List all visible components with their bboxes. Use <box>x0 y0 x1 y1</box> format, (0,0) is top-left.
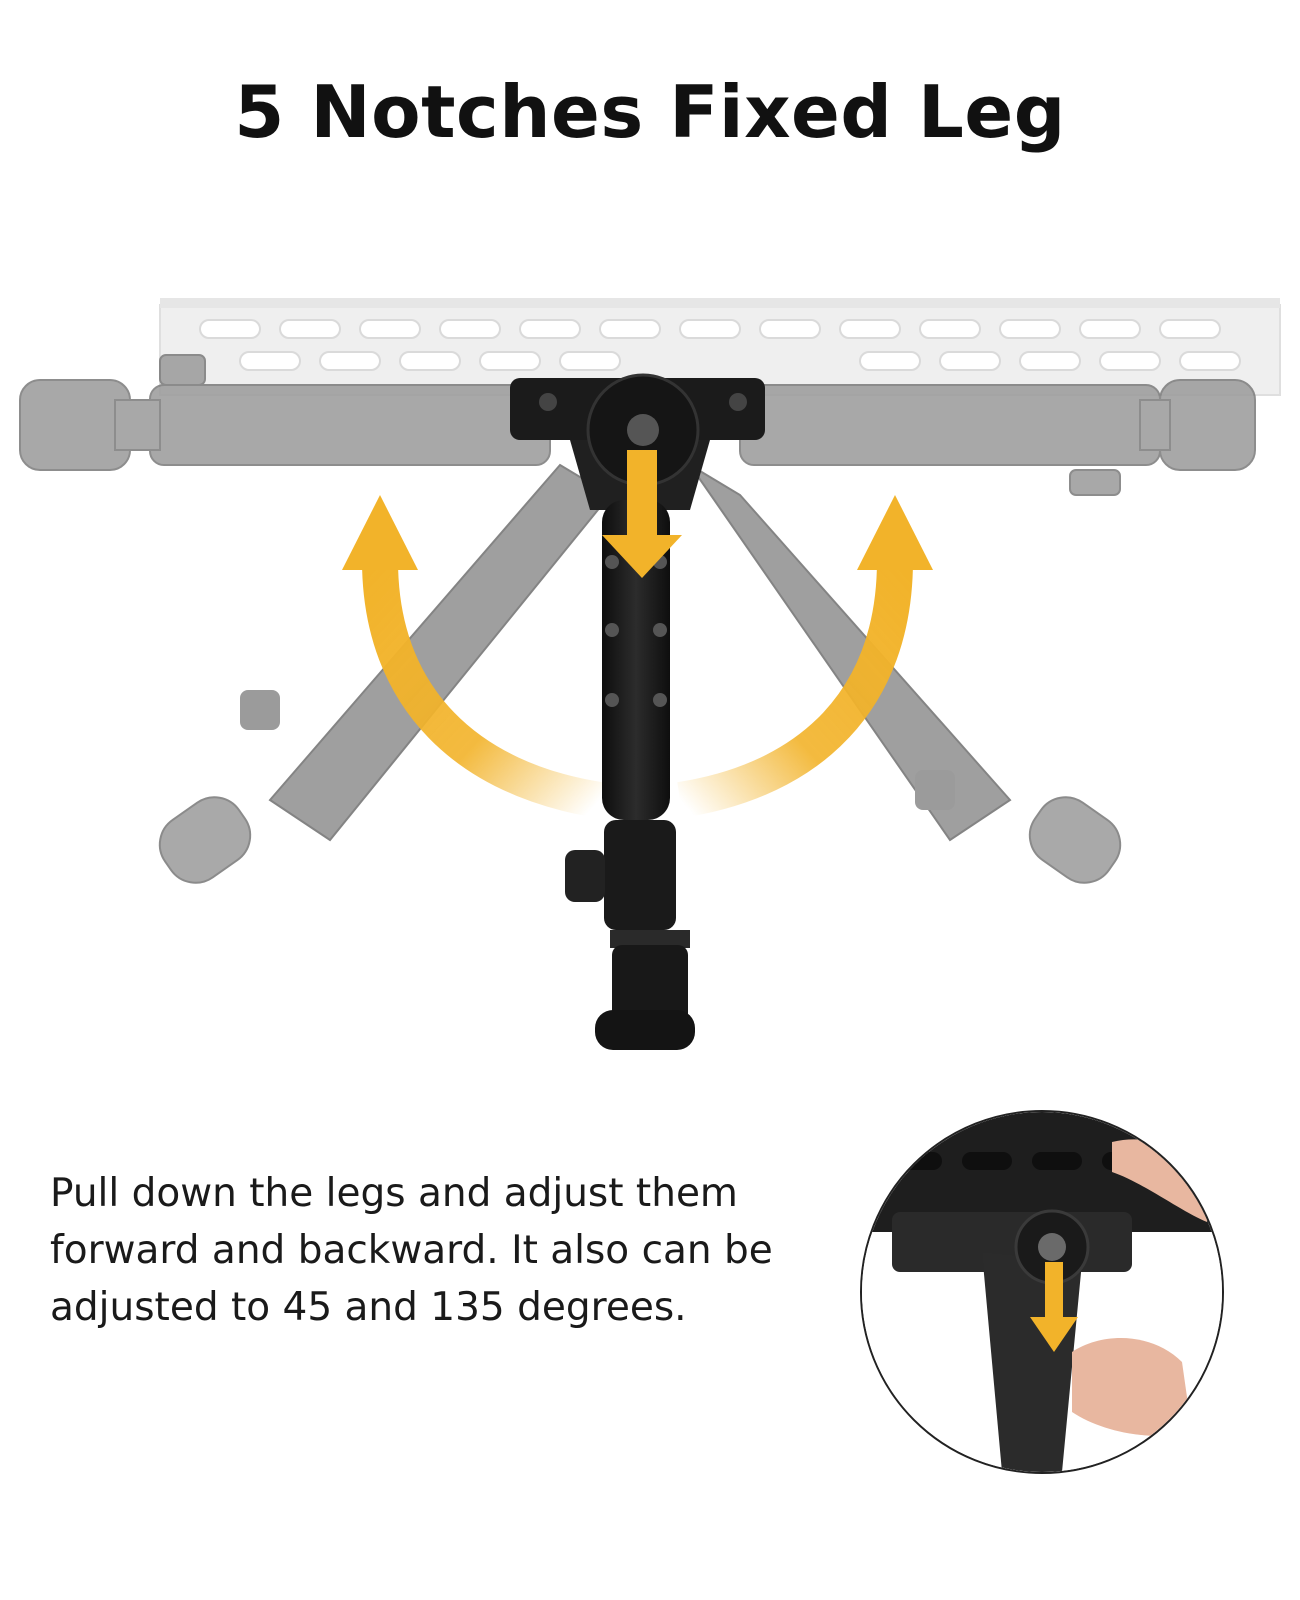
folded-legs-ghost <box>19 354 1256 496</box>
page-title: 5 Notches Fixed Leg <box>234 70 1066 154</box>
rotate-arc-left-icon <box>362 559 603 818</box>
mount-clamp <box>510 373 765 510</box>
instruction-text: Pull down the legs and adjust them forwa… <box>50 1171 773 1330</box>
vertical-leg <box>565 500 695 1050</box>
rotate-arc-right-icon <box>677 559 913 818</box>
angled-leg-left-ghost <box>158 463 612 884</box>
arc-left-arrowhead <box>342 495 418 570</box>
rail-ghost <box>159 298 1281 396</box>
arc-right-arrowhead <box>857 495 933 570</box>
bipod-illustration <box>19 298 1281 1050</box>
pull-down-arrow-icon <box>602 450 682 578</box>
detail-inset-photo <box>860 1110 1224 1474</box>
